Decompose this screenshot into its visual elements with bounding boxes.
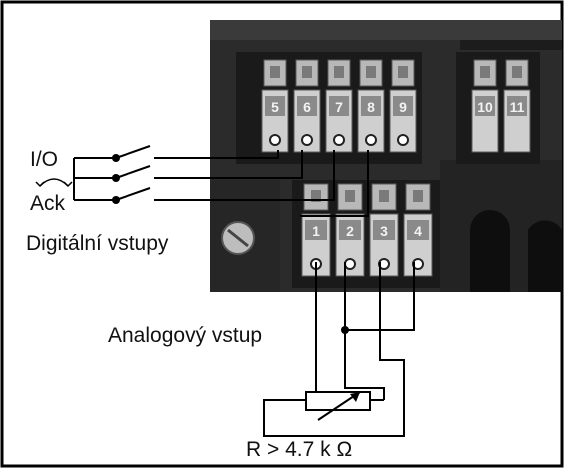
terminal-11: 11 bbox=[503, 59, 531, 153]
terminal-3: 3 bbox=[369, 183, 399, 277]
terminal-number-8: 8 bbox=[367, 99, 375, 115]
terminal-8: 8 bbox=[357, 59, 385, 153]
terminal-number-10: 10 bbox=[477, 99, 493, 115]
terminal-number-1: 1 bbox=[312, 223, 320, 239]
switch-contacts bbox=[112, 154, 120, 204]
analog-input-wiring bbox=[263, 262, 415, 437]
terminal-number-5: 5 bbox=[271, 99, 279, 115]
terminal-1: 1 bbox=[301, 183, 331, 277]
terminal-contact-6 bbox=[301, 134, 313, 146]
terminal-2: 2 bbox=[335, 183, 365, 277]
terminal-contact-2 bbox=[344, 258, 356, 270]
digital-inputs-label: Digitální vstupy bbox=[26, 232, 169, 255]
terminal-4: 4 bbox=[403, 183, 433, 277]
terminal-contact-7 bbox=[333, 134, 345, 146]
terminal-contact-8 bbox=[365, 134, 377, 146]
terminal-7: 7 bbox=[325, 59, 353, 153]
io-label: I/O bbox=[30, 148, 58, 171]
terminal-6: 6 bbox=[293, 59, 321, 153]
terminal-number-7: 7 bbox=[335, 99, 343, 115]
terminal-number-6: 6 bbox=[303, 99, 311, 115]
resistor-label: R > 4.7 k Ω bbox=[246, 438, 352, 461]
terminal-number-2: 2 bbox=[346, 223, 354, 239]
terminal-number-11: 11 bbox=[510, 99, 525, 115]
terminal-5: 5 bbox=[261, 59, 289, 153]
terminal-10: 10 bbox=[471, 59, 499, 153]
terminal-9: 9 bbox=[389, 59, 417, 153]
terminal-contact-5 bbox=[269, 134, 281, 146]
terminal-number-9: 9 bbox=[399, 99, 407, 115]
toggle-arrows-icon bbox=[35, 178, 73, 188]
ack-label: Ack bbox=[30, 192, 66, 215]
terminal-block-upper-right: 10 11 bbox=[456, 52, 540, 164]
terminal-block-upper-left: 5 6 7 8 9 bbox=[236, 52, 422, 164]
terminal-number-4: 4 bbox=[414, 223, 422, 239]
variable-arrow-icon bbox=[350, 392, 360, 402]
digital-input-wiring bbox=[73, 145, 369, 217]
terminal-contact-9 bbox=[397, 134, 409, 146]
junction-dot bbox=[341, 326, 349, 334]
analog-input-label: Analogový vstup bbox=[108, 324, 262, 347]
terminal-number-3: 3 bbox=[380, 223, 388, 239]
terminal-block-lower: 1 2 3 4 bbox=[292, 180, 440, 288]
